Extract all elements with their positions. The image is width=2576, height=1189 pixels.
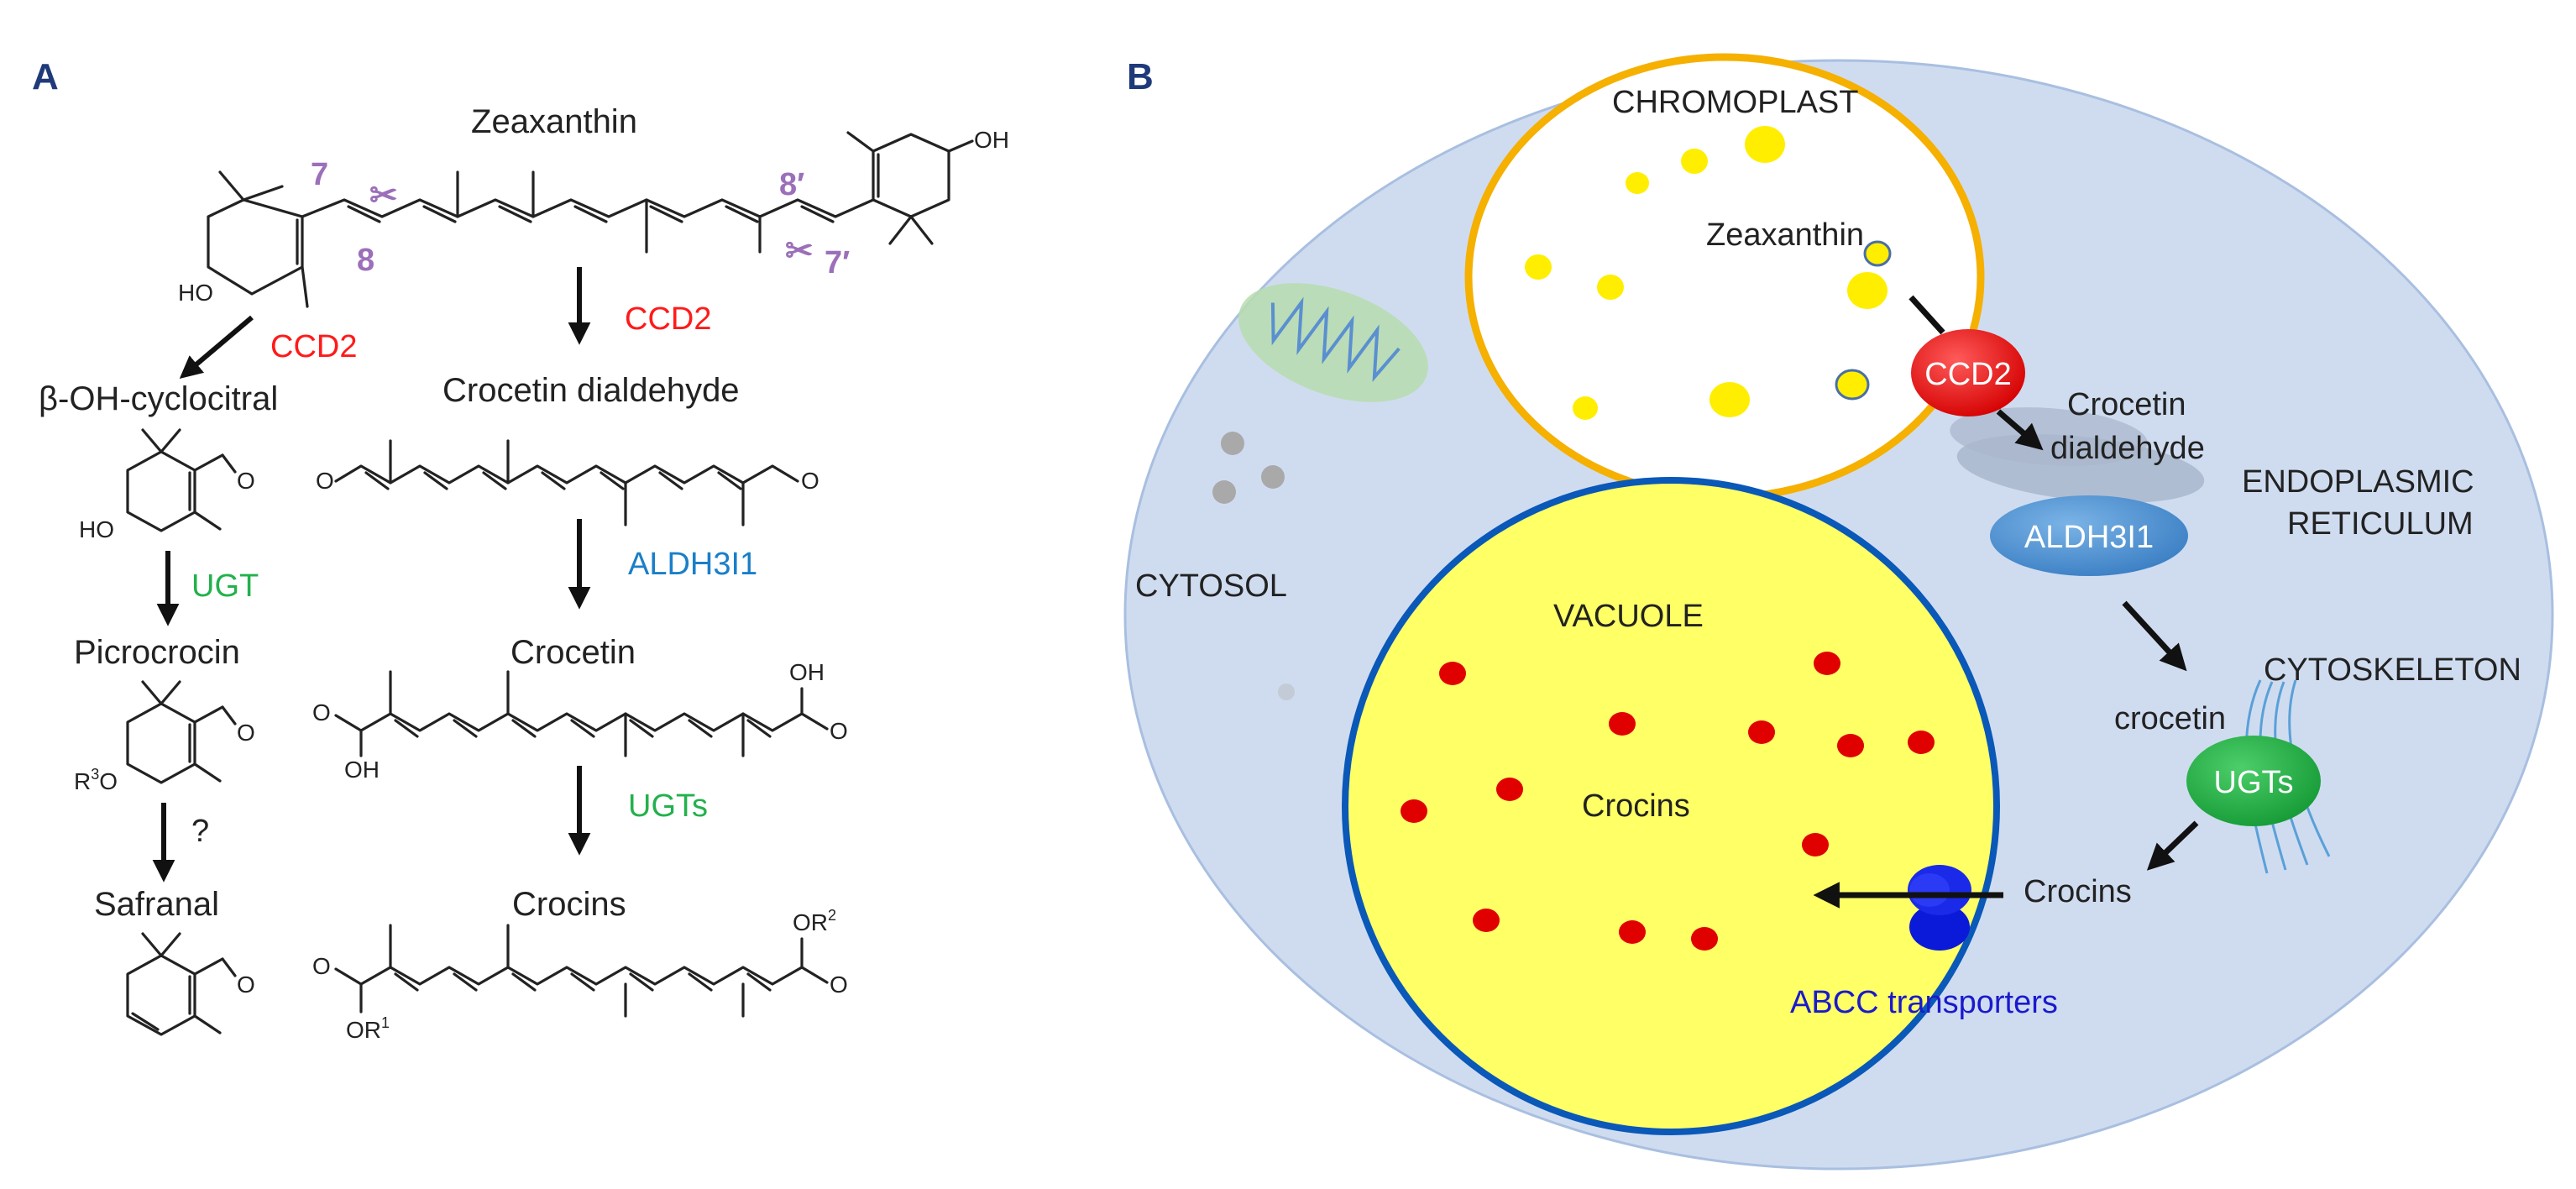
crocin-droplets (1401, 652, 1935, 951)
enzyme-ccd2-center: CCD2 (625, 301, 711, 337)
picrocrocin-o: O (237, 720, 255, 746)
panel-b-letter: B (1127, 56, 1154, 97)
ugts-enzyme (2186, 736, 2321, 826)
ho-left: HO (178, 280, 213, 306)
vesicle (1212, 480, 1236, 504)
aldh-enzyme (1990, 495, 2188, 576)
cyclocitral-ho: HO (79, 516, 114, 542)
vesicle (1261, 465, 1285, 489)
zeaxanthin-droplets (1525, 126, 1892, 420)
crocetin-dialdehyde-label: Crocetin dialdehyde (442, 372, 740, 409)
dialdehyde-o-left: O (316, 468, 334, 494)
cleavage-number-7-prime: 7′ (825, 245, 850, 280)
enzyme-ugt: UGT (191, 568, 259, 604)
dialdehyde-o-right: O (801, 468, 819, 494)
cleavage-number-8-prime: 8′ (779, 167, 804, 202)
crocetin-structure: O OH O OH (312, 659, 848, 783)
crocetin-label-b: crocetin (2114, 701, 2226, 736)
scissors-icon-right: ✂ (785, 233, 814, 270)
cleavage-number-8: 8 (357, 243, 374, 278)
chromoplast-zeaxanthin-label: Zeaxanthin (1706, 217, 1864, 253)
crocetin-dialdehyde-structure: O O (316, 439, 819, 526)
vesicle (1221, 432, 1244, 455)
picrocrocin-label: Picrocrocin (74, 634, 240, 671)
cyclocitral-o: O (237, 468, 255, 494)
crocetin-oh-left: OH (344, 757, 380, 783)
cleavage-number-7: 7 (311, 157, 328, 192)
crocins-or1: OR1 (346, 1014, 390, 1043)
arrow-ugts-crocins (2146, 820, 2199, 871)
oh-right: OH (974, 127, 1009, 153)
safranal-o: O (237, 972, 255, 998)
cytoskeleton-label: CYTOSKELETON (2264, 652, 2521, 688)
beta-oh-cyclocitral-structure: O HO (79, 428, 255, 542)
chromoplast-label: CHROMOPLAST (1612, 85, 1858, 120)
crocins-o-right: O (830, 972, 848, 998)
crocetin-dialdehyde-line2: dialdehyde (2050, 431, 2205, 466)
vesicle (1278, 684, 1295, 700)
arrow-aldh-crocetin (2122, 600, 2187, 672)
ccd2-label: CCD2 (1924, 357, 2011, 392)
aldh-label: ALDH3I1 (2024, 520, 2154, 555)
er-label-line2: RETICULUM (2287, 506, 2474, 542)
endoplasmic-reticulum (1950, 407, 2148, 466)
abcc-label: ABCC transporters (1790, 985, 2058, 1020)
zeaxanthin-structure: HO OH ✂ ✂ 7 8 8′ (178, 127, 1009, 308)
ccd2-enzyme (1911, 329, 2025, 416)
crocetin-o-right: O (830, 718, 848, 744)
panel-b: B CYTOSOL CHROMOPLAST Zeaxanthin (1123, 53, 2554, 1171)
crocetin-o-left: O (312, 699, 331, 725)
scissors-icon-left: ✂ (369, 177, 398, 214)
picrocrocin-r3o: R3O (74, 766, 118, 794)
ugts-label: UGTs (2214, 765, 2294, 800)
unknown-step: ? (191, 814, 209, 849)
beta-oh-cyclocitral-label: β-OH-cyclocitral (39, 380, 278, 417)
picrocrocin-structure: O R3O (74, 680, 255, 794)
panel-a-letter: A (32, 56, 59, 97)
crocetin-dialdehyde-line1: Crocetin (2067, 387, 2186, 422)
mitochondrion-cristae (1270, 296, 1401, 382)
abcc-transporter (1908, 865, 1971, 951)
enzyme-ccd2-left: CCD2 (270, 329, 357, 364)
crocins-cytosol-label: Crocins (2024, 874, 2132, 909)
vacuole-label: VACUOLE (1553, 599, 1704, 634)
enzyme-aldh: ALDH3I1 (628, 547, 757, 582)
arrow-zeaxanthin-ccd2 (1908, 295, 1945, 335)
crocins-or2: OR2 (793, 907, 836, 935)
crocetin-label: Crocetin (510, 634, 636, 671)
crocetin-oh-right: OH (789, 659, 825, 685)
safranal-structure: O (126, 932, 255, 1036)
arrow-ccd2-left (179, 315, 254, 379)
enzyme-ugts: UGTs (628, 788, 708, 824)
crocins-label: Crocins (512, 886, 626, 923)
zeaxanthin-label: Zeaxanthin (471, 103, 637, 140)
panel-a: A Zeaxanthin HO (32, 56, 1009, 1043)
cytosol-label: CYTOSOL (1135, 568, 1287, 604)
er-label-line1: ENDOPLASMIC (2242, 464, 2474, 500)
crocins-o-left: O (312, 953, 331, 979)
vacuole (1342, 477, 2000, 1135)
vacuole-crocins-label: Crocins (1582, 788, 1690, 824)
arrow-ccd2-dialdehyde (1996, 409, 2044, 451)
crocins-structure: O OR1 O OR2 (312, 907, 848, 1043)
safranal-label: Safranal (94, 886, 219, 923)
